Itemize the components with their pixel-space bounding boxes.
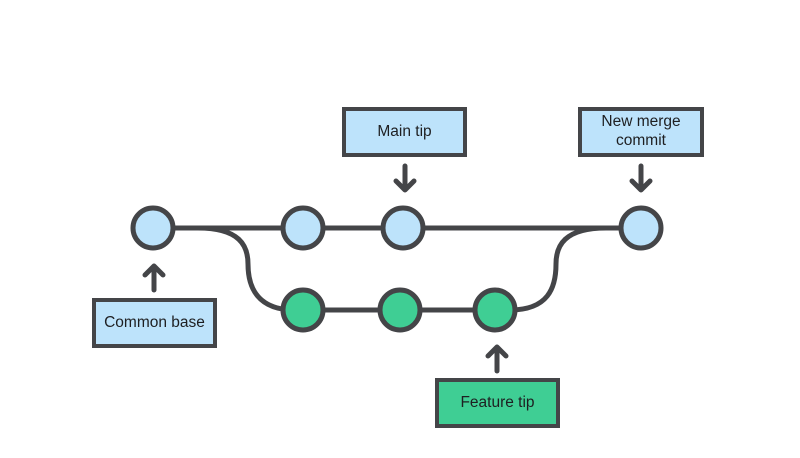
new-merge-commit-label-text: New merge commit [601,113,681,149]
main-tip-commit-node [380,205,426,251]
merge-in-curve [509,225,607,313]
common-base-label-text: Common base [104,313,205,331]
feature-commit-node-1 [280,287,326,333]
common-base-label: Common base [92,298,217,348]
common-base-arrow-up-icon [142,263,166,293]
feature-tip-commit-node [472,287,518,333]
new-merge-commit-label: New merge commit [578,107,704,157]
feature-tip-label-text: Feature tip [460,393,535,411]
main-tip-label: Main tip [342,107,467,157]
main-tip-arrow-down-icon [393,163,417,193]
new-merge-commit-arrow-down-icon [629,163,653,193]
merge-commit-node [618,205,664,251]
main-commit-node-2 [280,205,326,251]
common-base-commit-node [130,205,176,251]
branch-out-curve [197,225,296,313]
main-tip-label-text: Main tip [377,122,432,140]
feature-tip-arrow-up-icon [485,344,509,374]
feature-commit-node-2 [377,287,423,333]
feature-tip-label: Feature tip [435,378,560,428]
